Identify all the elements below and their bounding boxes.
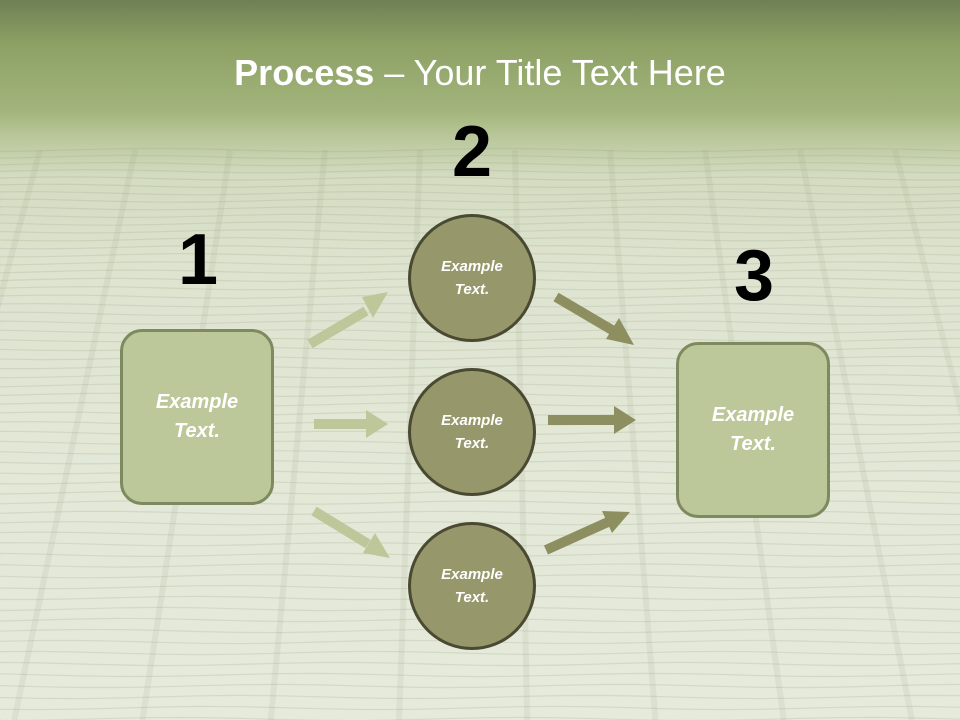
arrow-middle-to-right	[548, 406, 636, 434]
circle-top[interactable]: Example Text.	[408, 214, 536, 342]
left-box-text: Example Text.	[155, 391, 239, 442]
circle-middle[interactable]: Example Text.	[408, 368, 536, 496]
title-rest: – Your Title Text Here	[374, 52, 726, 93]
circle-bottom[interactable]: Example Text.	[408, 522, 536, 650]
arrow-left-to-bottom	[311, 506, 390, 558]
left-box[interactable]: Example Text.	[120, 329, 274, 505]
arrow-bottom-to-right	[543, 511, 630, 555]
step-number-2: 2	[451, 112, 493, 192]
circle-middle-text: Example Text.	[441, 412, 503, 452]
right-box[interactable]: Example Text.	[676, 342, 830, 518]
arrow-top-to-right	[553, 292, 634, 345]
circle-top-text: Example Text.	[441, 258, 503, 298]
step-number-1: 1	[177, 220, 219, 300]
arrow-left-to-middle	[314, 410, 388, 438]
title-bold: Process	[234, 52, 375, 93]
step-number-3: 3	[733, 236, 775, 316]
slide-title[interactable]: Process – Your Title Text Here	[0, 52, 960, 94]
arrow-left-to-top	[307, 292, 388, 349]
right-box-text: Example Text.	[711, 404, 795, 455]
circle-bottom-text: Example Text.	[441, 566, 503, 606]
